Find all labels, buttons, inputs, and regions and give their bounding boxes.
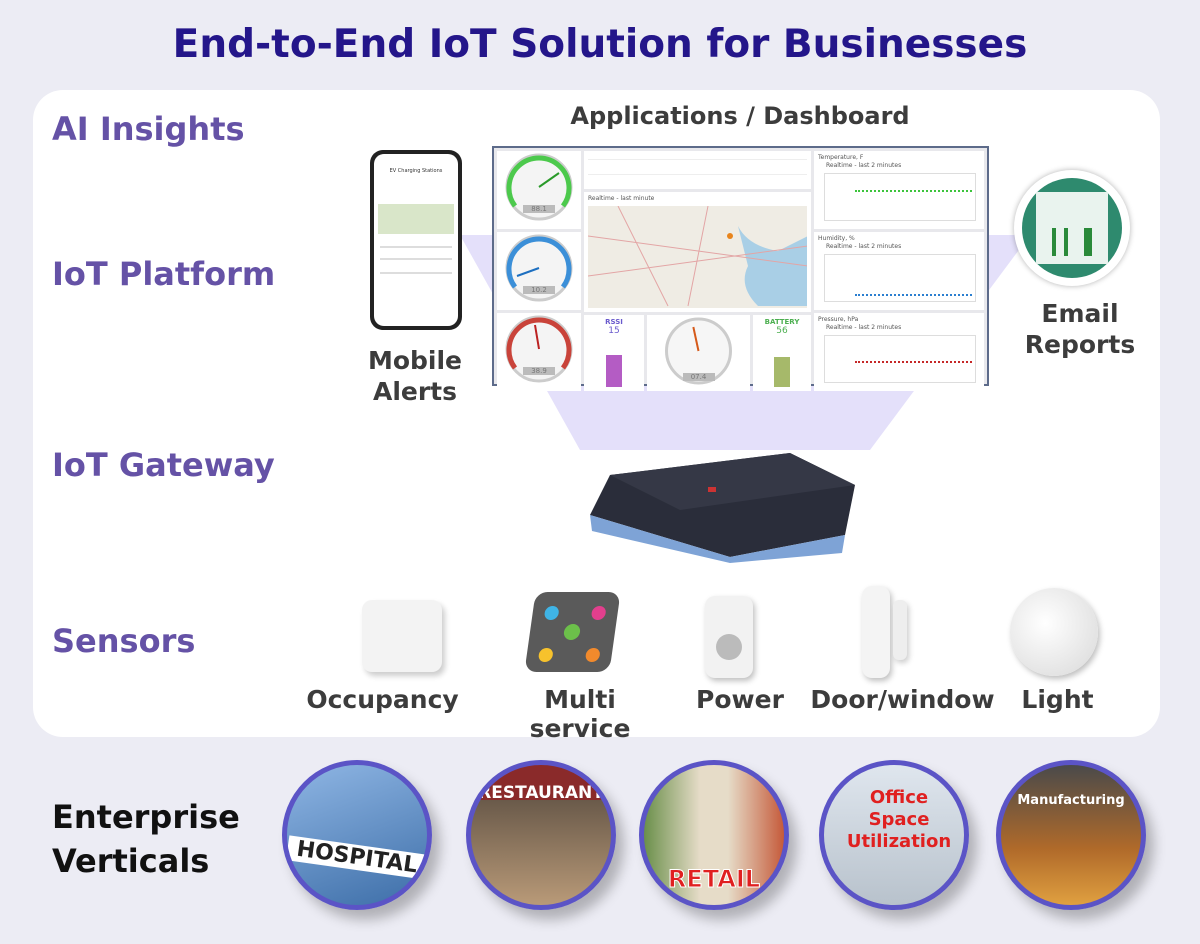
battery-value: 56 [776,326,788,336]
mobile-alerts-caption: Mobile Alerts [355,345,475,407]
vertical-restaurant: RESTAURANT [466,760,616,910]
chart-subtitle: Realtime - last 2 minutes [826,162,902,169]
speed-gauge: 07.4 [647,315,750,391]
layer-ai-insights: AI Insights [52,110,245,148]
vertical-hospital: HOSPITAL [282,760,432,910]
temperature-readout: 88.1 [523,205,555,213]
enterprise-label-line1: Enterprise [52,798,240,836]
sensor-label-light: Light [1021,685,1094,714]
vertical-label: RESTAURANT [478,783,604,803]
layer-iot-gateway: IoT Gateway [52,446,275,484]
chart-subtitle: Realtime - last 2 minutes [826,243,902,250]
battery-widget: BATTERY 56 [753,315,811,391]
vertical-label: Manufacturing [1017,793,1125,808]
vertical-retail: RETAIL [639,760,789,910]
chart-title: Temperature, F [818,154,864,161]
caption-line: Email [1041,299,1119,328]
map-title: Realtime - last minute [588,195,655,202]
door-window-sensor-icon [862,586,890,678]
caption-line: Mobile [367,346,463,375]
phone-map [378,204,454,234]
layer-iot-platform: IoT Platform [52,255,276,293]
pressure-readout: 38.9 [523,367,555,375]
sensor-label-door-window: Door/window [810,685,995,714]
telemetry-table [584,151,811,189]
page-title: End-to-End IoT Solution for Businesses [172,22,1028,67]
chart-title: Pressure, hPa [818,316,859,323]
vertical-label: HOSPITAL [287,835,427,880]
sensor-label-power: Power [696,685,784,714]
enterprise-label-line2: Verticals [52,842,210,880]
email-report-icon [1014,170,1130,286]
battery-label: BATTERY [764,318,800,326]
sensor-label-multi-service: Multi service [529,685,631,743]
sensor-label-occupancy: Occupancy [306,685,459,714]
humidity-readout: 10.2 [523,286,555,294]
pressure-gauge: 38.9 [497,313,581,391]
vertical-label: RETAIL [667,865,761,894]
chart-title: Humidity, % [818,235,855,242]
vertical-office: Office Space Utilization [819,760,969,910]
multi-service-sensor-icon [524,592,621,672]
rssi-value: 15 [608,326,620,336]
speed-readout: 07.4 [682,373,715,381]
caption-line: Reports [1024,330,1136,359]
temperature-gauge: 88.1 [497,151,581,229]
chart-subtitle: Realtime - last 2 minutes [826,324,902,331]
map-widget: Realtime - last minute [584,192,811,312]
dashboard-screenshot: 88.1 10.2 38.9 Realtime - last minute RS… [492,146,989,391]
email-reports-caption: Email Reports [1020,298,1140,360]
humidity-gauge: 10.2 [497,232,581,310]
caption-line: Alerts [372,377,458,406]
iot-gateway-device [590,453,855,563]
layer-sensors: Sensors [52,622,196,660]
vertical-manufacturing: Manufacturing [996,760,1146,910]
mobile-phone: EV Charging Stations [370,150,462,330]
humidity-chart: Humidity, %Realtime - last 2 minutes [814,232,984,310]
applications-heading: Applications / Dashboard [570,102,910,130]
occupancy-sensor-icon [362,600,442,672]
light-sensor-icon [1010,588,1098,676]
rssi-label: RSSI [605,318,623,326]
rssi-widget: RSSI 15 [584,315,644,391]
vertical-label: Office Space Utilization [846,787,952,852]
power-plug-icon [705,596,753,678]
phone-screen-title: EV Charging Stations [389,168,443,174]
